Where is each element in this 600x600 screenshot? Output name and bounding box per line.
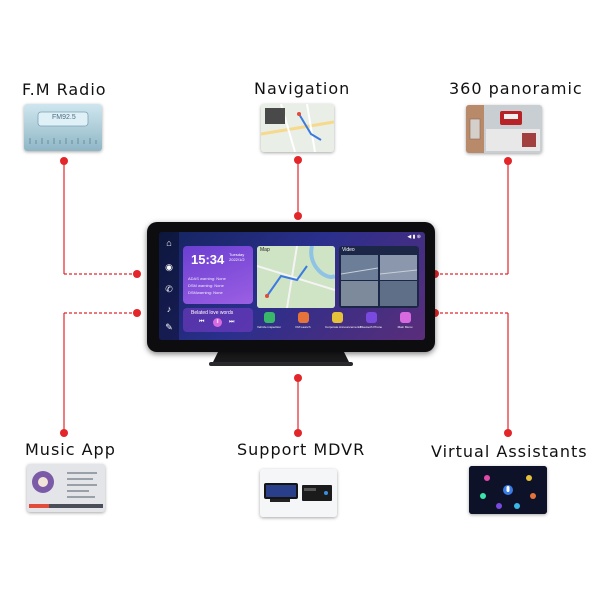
- label-support-mdvr: Support MDVR: [237, 440, 366, 459]
- label-virtual-assistants: Virtual Assistants: [431, 442, 588, 461]
- panoramic-thumbnail: [466, 105, 542, 153]
- device-screen: ⌂ ◉ ✆ ♪ ✎ ◀ ▮ ⊛ 15:34 Tuesday 2022/1/2 A…: [159, 232, 425, 340]
- app-corporate-announcements[interactable]: Corporate Announcements: [325, 312, 361, 329]
- connector-dot: [294, 374, 302, 382]
- clock-date: 2022/1/2: [229, 257, 245, 262]
- app-bluetooth-phone[interactable]: Bluetooth Phone: [359, 312, 383, 329]
- prev-icon[interactable]: ⏮: [199, 319, 205, 325]
- connector-dot: [133, 309, 141, 317]
- mic-icon[interactable]: ♪: [166, 304, 172, 314]
- app-label: Vehicle inspection: [257, 325, 282, 329]
- home-icon[interactable]: ⌂: [166, 238, 172, 248]
- location-icon[interactable]: ◉: [165, 262, 173, 272]
- connector-dot: [294, 156, 302, 164]
- map-icon: [257, 246, 335, 308]
- app-fm-launch[interactable]: FM Launch: [291, 312, 315, 329]
- connector-dot: [294, 212, 302, 220]
- music-widget[interactable]: Belated love words ⏮ ‖ ⏭: [183, 308, 253, 332]
- status-bar: ◀ ▮ ⊛: [407, 234, 421, 240]
- warning-dsm-2: DSMwarning: None: [188, 290, 223, 295]
- app-main-menu[interactable]: Main Menu: [393, 312, 417, 329]
- video-title: Video: [342, 247, 355, 253]
- warning-dsm-1: DSM warning: None: [188, 283, 224, 288]
- connector-dot: [133, 270, 141, 278]
- app-label: Corporate Announcements: [325, 325, 361, 329]
- label-fm-radio: F.M Radio: [22, 80, 107, 99]
- app-label: Bluetooth Phone: [359, 325, 383, 329]
- car-display-device: ⌂ ◉ ✆ ♪ ✎ ◀ ▮ ⊛ 15:34 Tuesday 2022/1/2 A…: [147, 222, 435, 352]
- video-panel[interactable]: Video: [339, 246, 419, 308]
- navigation-thumbnail: [261, 104, 334, 152]
- connector-dot: [60, 157, 68, 165]
- mdvr-device-icon: [260, 469, 337, 517]
- music-app-thumbnail: [27, 464, 105, 512]
- connector-dot: [60, 429, 68, 437]
- music-player-icon: [27, 464, 105, 512]
- fm-frequency: FM92.5: [52, 114, 76, 121]
- voice-assistant-icon: [469, 466, 547, 514]
- connector-dot: [504, 157, 512, 165]
- car-overview-icon: [466, 105, 542, 153]
- connector-dot: [504, 429, 512, 437]
- song-title: Belated love words: [191, 310, 234, 316]
- clock-widget[interactable]: 15:34 Tuesday 2022/1/2 ADAS warning: Non…: [183, 246, 253, 304]
- edit-icon[interactable]: ✎: [165, 322, 173, 332]
- app-vehicle-inspection[interactable]: Vehicle inspection: [257, 312, 281, 329]
- label-navigation: Navigation: [254, 79, 351, 98]
- next-icon[interactable]: ⏭: [229, 319, 235, 325]
- radio-dial-icon: [29, 111, 97, 144]
- app-row: Vehicle inspection FM Launch Corporate A…: [257, 312, 419, 336]
- clock-time: 15:34: [191, 252, 225, 267]
- fm-radio-thumbnail: FM92.5: [24, 104, 102, 151]
- map-title: Map: [260, 247, 270, 253]
- phone-icon[interactable]: ✆: [165, 284, 173, 294]
- mdvr-thumbnail: [260, 469, 337, 517]
- assistants-thumbnail: [469, 466, 547, 514]
- label-music-app: Music App: [25, 440, 116, 459]
- connector-dot: [294, 429, 302, 437]
- map-icon: [261, 104, 334, 152]
- warning-adas: ADAS warning: None: [188, 276, 226, 281]
- app-label: FM Launch: [295, 325, 311, 329]
- label-360-panoramic: 360 panoramic: [449, 79, 583, 98]
- pause-icon[interactable]: ‖: [213, 318, 222, 327]
- map-panel[interactable]: Map: [257, 246, 335, 308]
- clock-day: Tuesday: [229, 252, 245, 257]
- app-label: Main Menu: [397, 325, 413, 329]
- camera-grid: [340, 255, 418, 306]
- side-dock: ⌂ ◉ ✆ ♪ ✎: [159, 232, 179, 340]
